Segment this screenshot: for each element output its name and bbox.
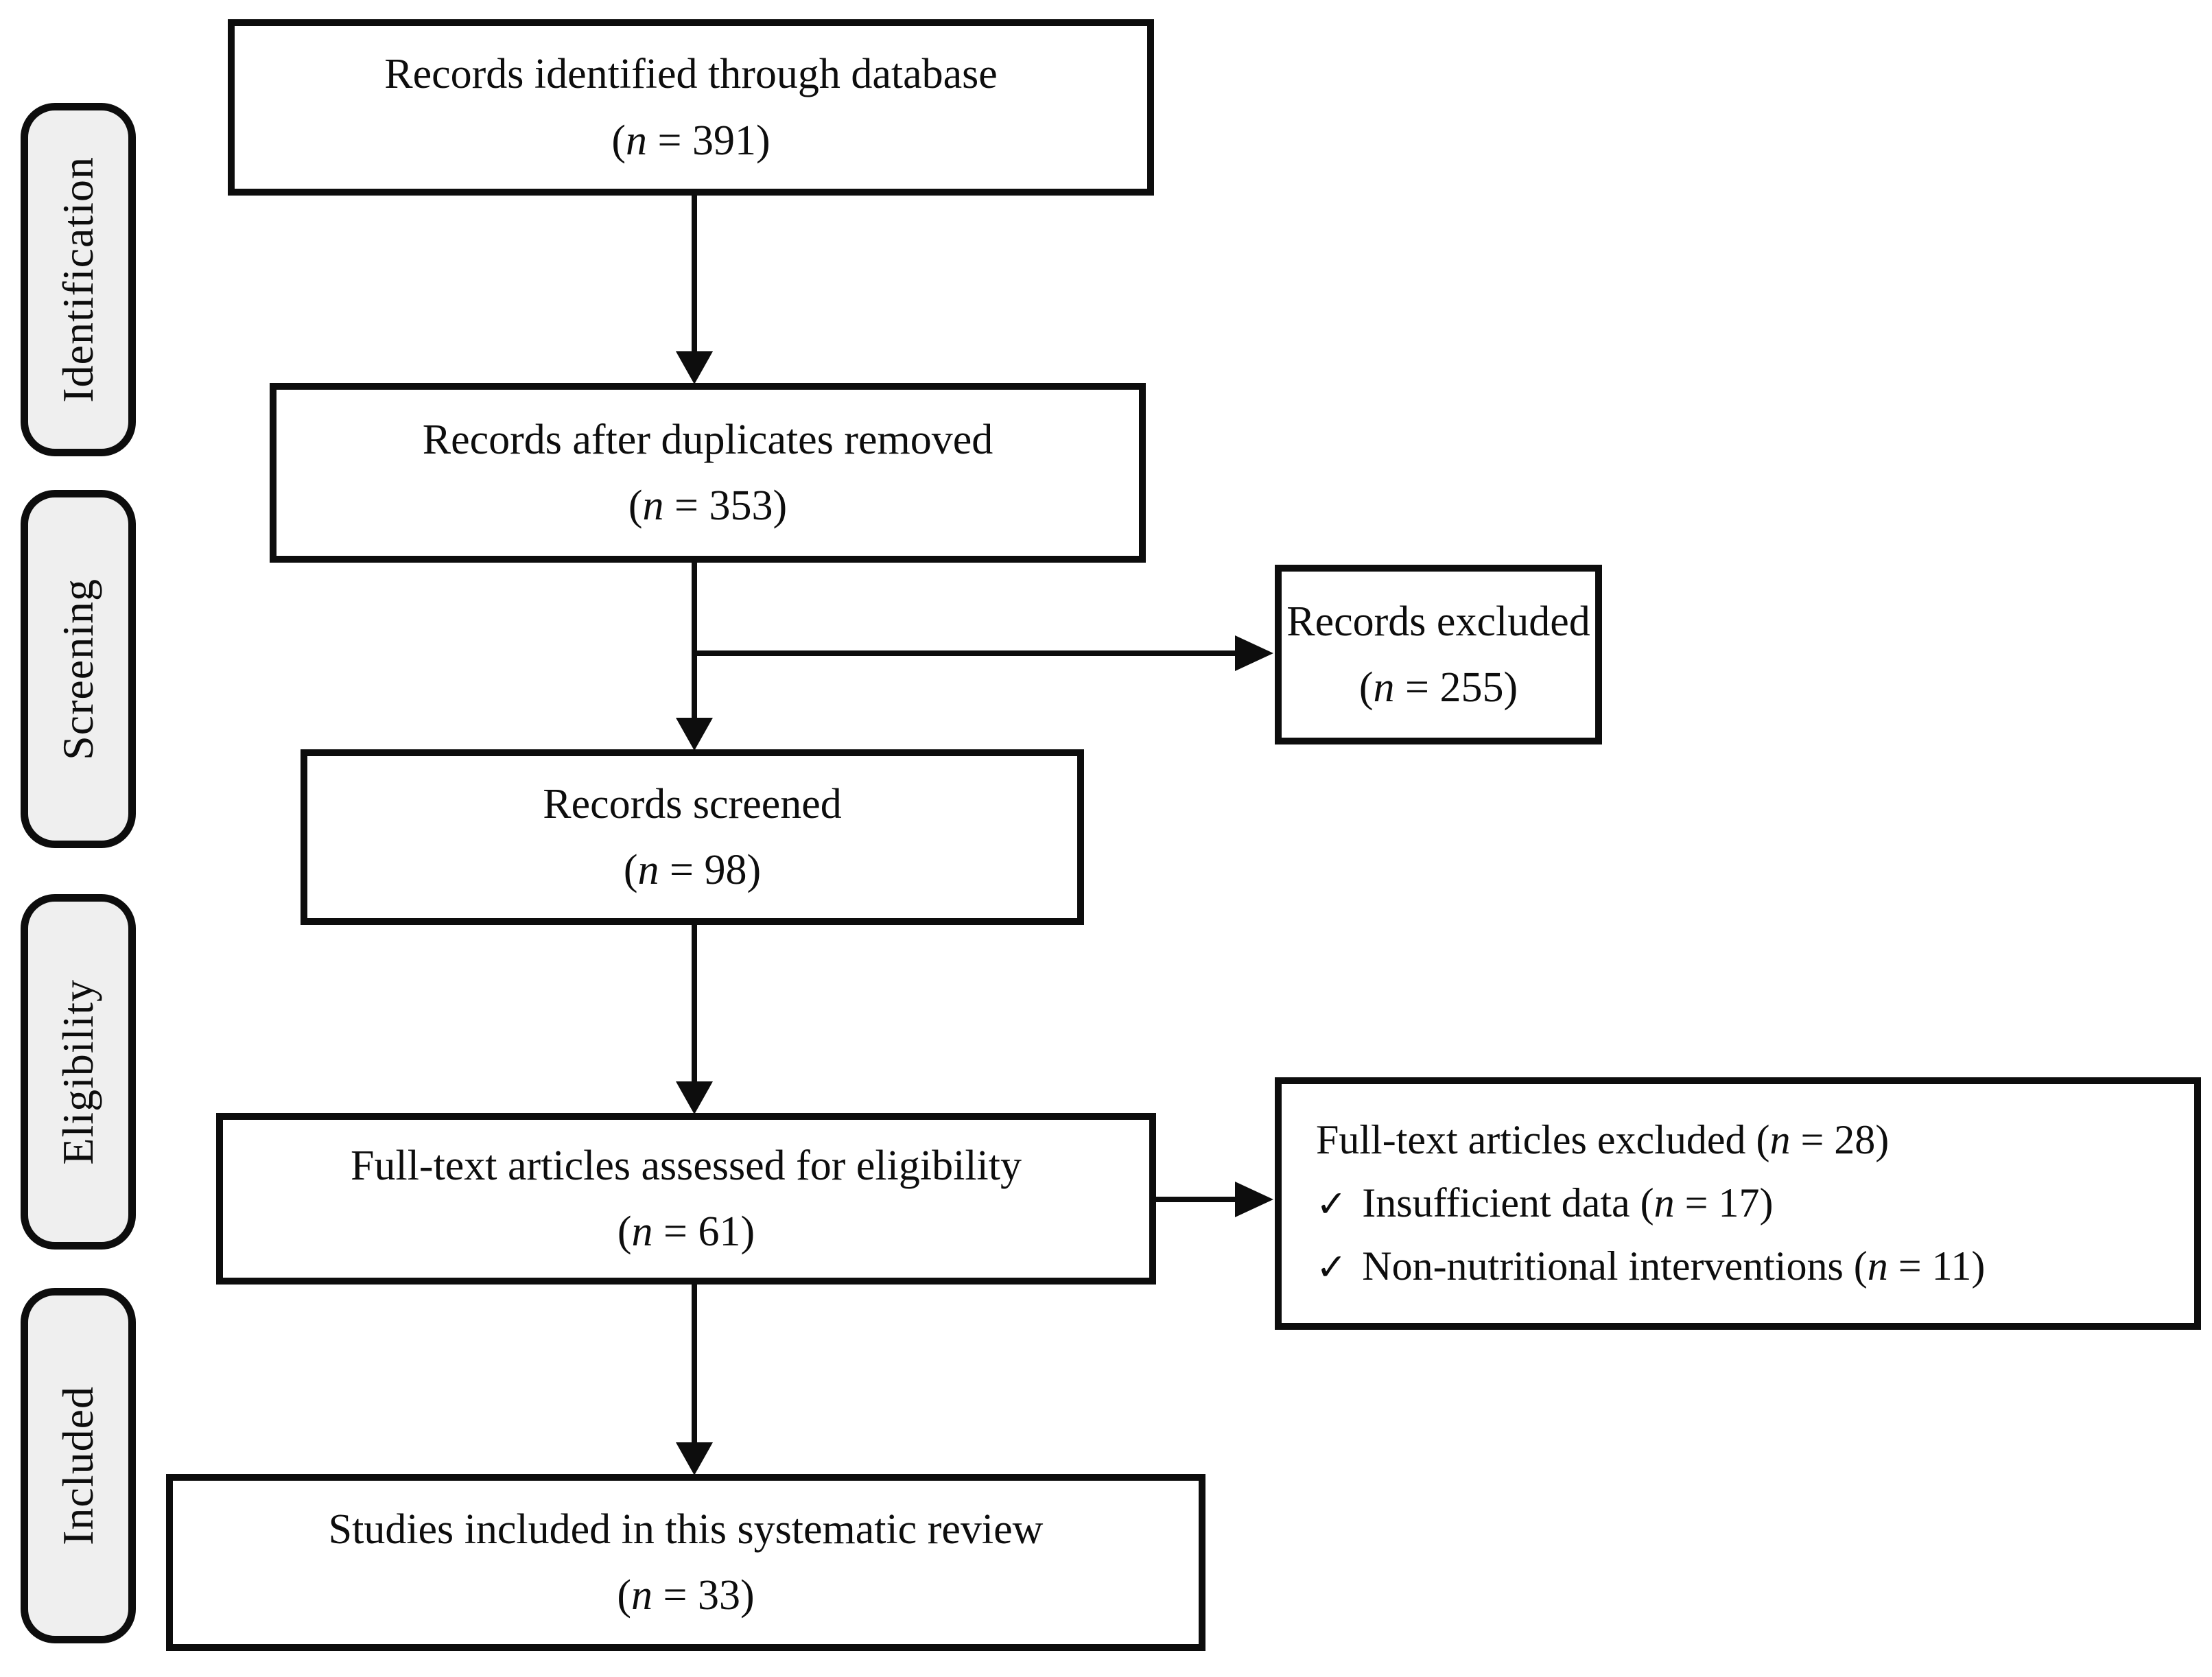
box-records-screened-label: Records screened (543, 780, 842, 828)
box-studies-included-count: (n = 33) (617, 1572, 755, 1619)
arrow-fulltext-to-included-line (692, 1285, 697, 1444)
arrow-fulltext-to-excluded-line (1156, 1197, 1236, 1202)
arrow-identified-to-deduplicated-line (692, 194, 697, 355)
box-fulltext-assessed: Full-text articles assessed for eligibil… (216, 1113, 1156, 1285)
box-records-screened-count: (n = 98) (623, 847, 762, 893)
stage-identification: Identification (21, 103, 136, 456)
arrow-screened-to-fulltext-line (692, 925, 697, 1083)
box-records-excluded-label: Records excluded (1286, 598, 1590, 645)
fulltext-excluded-reason-text: Insufficient data (n = 17) (1362, 1180, 1774, 1226)
check-icon: ✓ (1316, 1245, 1348, 1289)
arrow-fulltext-to-included-head (676, 1442, 713, 1475)
box-records-identified: Records identified through database (n =… (228, 19, 1154, 196)
box-fulltext-assessed-label: Full-text articles assessed for eligibil… (350, 1142, 1022, 1189)
box-records-excluded-count: (n = 255) (1358, 664, 1518, 711)
arrow-branch-records-excluded-line (692, 650, 1236, 656)
check-icon: ✓ (1316, 1182, 1348, 1226)
arrow-screened-to-fulltext-head (676, 1081, 713, 1114)
box-fulltext-assessed-count: (n = 61) (617, 1208, 755, 1255)
arrow-fulltext-to-excluded-head (1235, 1182, 1273, 1217)
fulltext-excluded-reason: ✓ Insufficient data (n = 17) (1316, 1172, 1773, 1235)
box-records-screened: Records screened (n = 98) (301, 749, 1084, 925)
box-records-deduplicated: Records after duplicates removed (n = 35… (270, 383, 1146, 563)
box-records-identified-label: Records identified through database (384, 51, 998, 98)
stage-included-label: Included (54, 1386, 102, 1545)
box-records-deduplicated-count: (n = 353) (628, 482, 788, 529)
arrow-deduplicated-to-screened-head (676, 718, 713, 751)
fulltext-excluded-reason-text: Non-nutritional interventions (n = 11) (1362, 1243, 1986, 1289)
box-studies-included: Studies included in this systematic revi… (166, 1474, 1205, 1651)
stage-identification-label: Identification (54, 156, 102, 403)
arrow-branch-records-excluded-head (1235, 635, 1273, 671)
box-records-deduplicated-label: Records after duplicates removed (422, 416, 993, 463)
arrow-identified-to-deduplicated-head (676, 351, 713, 384)
box-studies-included-label: Studies included in this systematic revi… (328, 1505, 1044, 1553)
stage-included: Included (21, 1288, 136, 1643)
box-fulltext-excluded-heading: Full-text articles excluded (n = 28) (1316, 1117, 1890, 1163)
stage-screening: Screening (21, 490, 136, 848)
stage-eligibility-label: Eligibility (54, 978, 102, 1165)
fulltext-excluded-reason: ✓ Non-nutritional interventions (n = 11) (1316, 1235, 1985, 1298)
box-fulltext-excluded: Full-text articles excluded (n = 28) ✓ I… (1275, 1077, 2201, 1330)
box-records-excluded: Records excluded (n = 255) (1275, 565, 1602, 744)
arrow-deduplicated-to-screened-line (692, 561, 697, 720)
stage-eligibility: Eligibility (21, 894, 136, 1250)
box-records-identified-count: (n = 391) (611, 117, 770, 164)
stage-screening-label: Screening (54, 578, 102, 760)
